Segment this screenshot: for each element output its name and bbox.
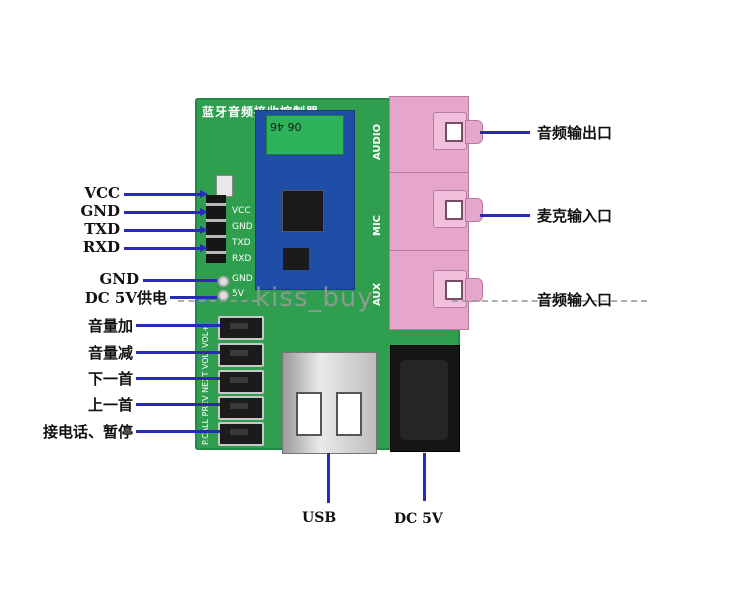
watermark-dash-left — [178, 300, 258, 302]
capacitor — [216, 175, 233, 197]
pointer-line-dc — [423, 453, 426, 501]
button-next — [218, 370, 264, 394]
label-mic-in: 麦克输入口 — [537, 207, 613, 225]
label-txd: TXD — [84, 220, 120, 238]
bluetooth-chip — [282, 190, 324, 232]
silk-txd: TXD — [232, 238, 251, 248]
power-pad-gnd — [218, 276, 229, 287]
header-pin — [206, 235, 226, 238]
silk-mic: MIC — [372, 214, 383, 236]
jack-hole — [445, 122, 463, 142]
label-prev: 上一首 — [87, 396, 133, 414]
silk-audio: AUDIO — [372, 123, 383, 160]
label-call: 接电话、暂停 — [42, 423, 133, 441]
serial-header — [206, 195, 226, 263]
pointer-line-vol-plus — [136, 324, 220, 327]
label-vcc: VCC — [84, 184, 120, 202]
pointer-line-call — [136, 430, 220, 433]
label-next: 下一首 — [87, 370, 133, 388]
jack-hole — [445, 200, 463, 220]
pointer-line-rxd — [124, 247, 204, 250]
silk-rxd: RXD — [232, 254, 252, 264]
pointer-line-usb — [327, 453, 330, 503]
button-vol-plus — [218, 316, 264, 340]
label-dc: DC 5V — [394, 511, 443, 527]
antenna-pcb — [266, 115, 344, 155]
header-pin — [206, 203, 226, 206]
pointer-line-vol-minus — [136, 351, 220, 354]
button-prev — [218, 396, 264, 420]
watermark: kiss_buy — [255, 283, 374, 313]
watermark-dash-right — [452, 300, 647, 302]
pointer-head — [200, 190, 208, 198]
usb-slot — [296, 392, 322, 436]
header-pin — [206, 219, 226, 222]
button-call — [218, 422, 264, 446]
label-usb: USB — [302, 510, 337, 526]
silk-gnd: GND — [232, 222, 253, 232]
jack-hole — [445, 280, 463, 300]
usb-slot — [336, 392, 362, 436]
label-vol-plus: 音量加 — [87, 317, 133, 335]
label-audio-out: 音频输出口 — [537, 124, 613, 142]
pointer-line-next — [136, 377, 220, 380]
pointer-head — [200, 226, 208, 234]
jack-tip — [465, 198, 483, 222]
pointer-head — [200, 244, 208, 252]
pointer-line-mic-in — [480, 214, 530, 217]
regulator-chip — [283, 248, 309, 270]
silk-power-5v: 5V — [232, 289, 244, 299]
silk-power-gnd: GND — [232, 274, 253, 284]
antenna-marking: 06 46 — [270, 120, 302, 133]
dc-jack-face — [400, 360, 448, 440]
pointer-line-power-gnd — [143, 279, 217, 282]
pointer-line-audio-out — [480, 131, 530, 134]
silk-vcc: VCC — [232, 206, 251, 216]
pointer-line-power-5v — [170, 296, 217, 299]
pointer-line-vcc — [124, 193, 204, 196]
label-aux-in: 音频输入口 — [537, 291, 613, 309]
jack-tip — [465, 278, 483, 302]
header-pin — [206, 251, 226, 254]
button-vol-minus — [218, 343, 264, 367]
label-rxd: RXD — [82, 238, 120, 256]
label-vol-minus: 音量减 — [87, 344, 133, 362]
pointer-head — [200, 208, 208, 216]
label-power-gnd: GND — [99, 270, 139, 288]
label-power-5v: DC 5V供电 — [84, 289, 167, 307]
pointer-line-prev — [136, 403, 220, 406]
pointer-line-txd — [124, 229, 204, 232]
pointer-line-gnd — [124, 211, 204, 214]
button-silkscreen: P.CALL PREV NEXT VOL- VOL+ — [201, 324, 210, 445]
label-gnd: GND — [80, 202, 120, 220]
